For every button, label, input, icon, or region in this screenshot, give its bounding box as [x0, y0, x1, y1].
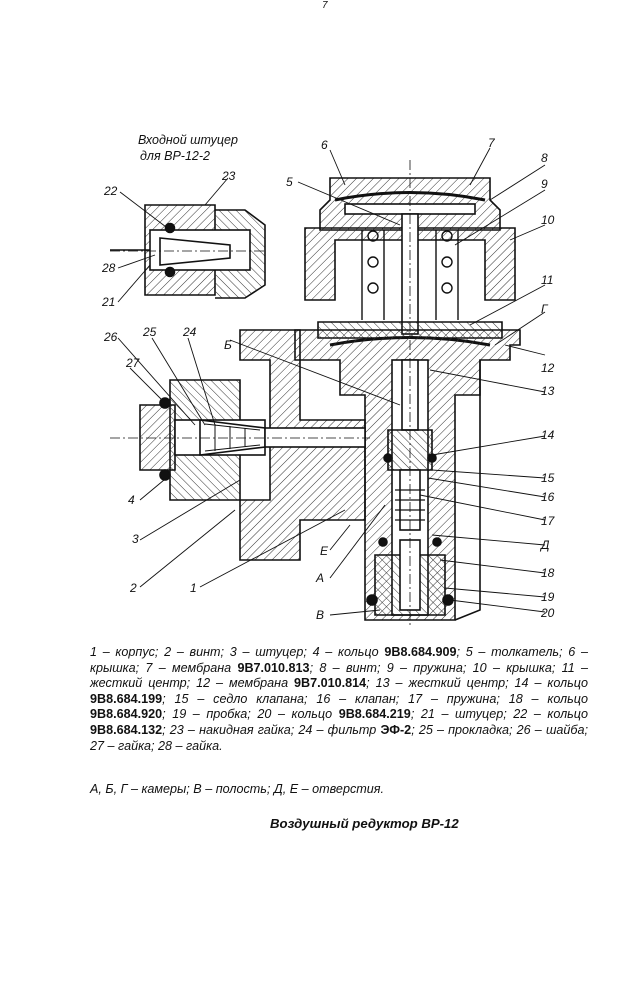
callout-2: 2 — [130, 581, 137, 595]
figure-title: Воздушный редуктор ВР-12 — [270, 816, 459, 831]
reducer-drawing — [110, 147, 546, 625]
caption-seg: ; 23 – накидная гайка; 24 – фильтр — [162, 722, 381, 737]
callout-v: В — [316, 608, 325, 622]
callout-15: 15 — [541, 471, 555, 485]
chambers-legend: А, Б, Г – камеры; В – полость; Д, Е – от… — [90, 782, 384, 796]
callout-22: 22 — [104, 184, 118, 198]
callout-23: 23 — [222, 169, 236, 183]
callout-a: А — [316, 571, 325, 585]
caption-seg: ; 5 – толкатель; 6 – крышка; 7 – мембран… — [90, 645, 588, 675]
callout-17: 17 — [541, 514, 555, 528]
callout-8: 8 — [541, 151, 548, 165]
callout-16: 16 — [541, 490, 555, 504]
caption-part-code: 9В8.684.219 — [338, 707, 411, 722]
caption-seg: 1 – корпус; 2 – винт; 3 – штуцер; 4 – ко… — [90, 645, 385, 659]
callout-5: 5 — [286, 175, 293, 189]
callout-11: 11 — [541, 273, 554, 287]
callout-7: 7 — [488, 136, 495, 150]
callout-28: 28 — [102, 261, 116, 275]
callout-g: Г — [541, 302, 548, 316]
callout-14: 14 — [541, 428, 555, 442]
caption-part-code: 9В8.684.920 — [90, 707, 163, 722]
callout-24: 24 — [183, 325, 197, 339]
callout-3: 3 — [132, 532, 139, 546]
callout-21: 21 — [102, 295, 116, 309]
callout-26: 26 — [104, 330, 118, 344]
caption-seg: ; 15 – седло клапана; 16 – клапан; 17 – … — [162, 691, 588, 706]
inset-title-line1: Входной штуцер — [138, 133, 238, 147]
callout-4: 4 — [128, 493, 135, 507]
callout-10: 10 — [541, 213, 555, 227]
callout-d: Д — [541, 538, 550, 552]
callout-27: 27 — [126, 356, 140, 370]
callout-18: 18 — [541, 566, 555, 580]
caption-part-code: 9В7.010.813 — [237, 660, 310, 675]
caption-part-code: 9В8.684.909 — [384, 645, 457, 659]
callout-20: 20 — [541, 606, 555, 620]
page-number: 7 — [322, 0, 328, 11]
callout-19: 19 — [541, 590, 555, 604]
caption-part-code: 9В8.684.132 — [90, 722, 163, 737]
callout-25: 25 — [143, 325, 157, 339]
callout-9: 9 — [541, 177, 548, 191]
callout-12: 12 — [541, 361, 555, 375]
callout-13: 13 — [541, 384, 555, 398]
caption-seg: ; 13 – жесткий центр; 14 – кольцо — [366, 676, 588, 691]
callout-1: 1 — [190, 581, 197, 595]
caption-seg: ; 25 – прокладка; 26 – шайба; 27 – гайка… — [90, 722, 589, 753]
callout-b: Б — [224, 338, 232, 352]
caption-seg: ; 19 – пробка; 20 – кольцо — [162, 707, 339, 722]
inset-title-line2: для ВР-12-2 — [140, 149, 210, 163]
callout-e: Е — [320, 544, 329, 558]
inset-title: Входной штуцер для ВР-12-2 — [138, 132, 268, 164]
callout-6: 6 — [321, 138, 328, 152]
caption-seg: ; 8 – винт; 9 – пружина; 10 – крышка; 11… — [90, 660, 588, 691]
caption-part-code: 9В7.010.814 — [294, 676, 367, 691]
caption-seg: ; 21 – штуцер; 22 – кольцо — [410, 707, 589, 722]
caption-part-code: ЭФ-2 — [380, 722, 412, 737]
parts-caption: 1 – корпус; 2 – винт; 3 – штуцер; 4 – ко… — [90, 645, 588, 754]
caption-part-code: 9В8.684.199 — [90, 691, 163, 706]
